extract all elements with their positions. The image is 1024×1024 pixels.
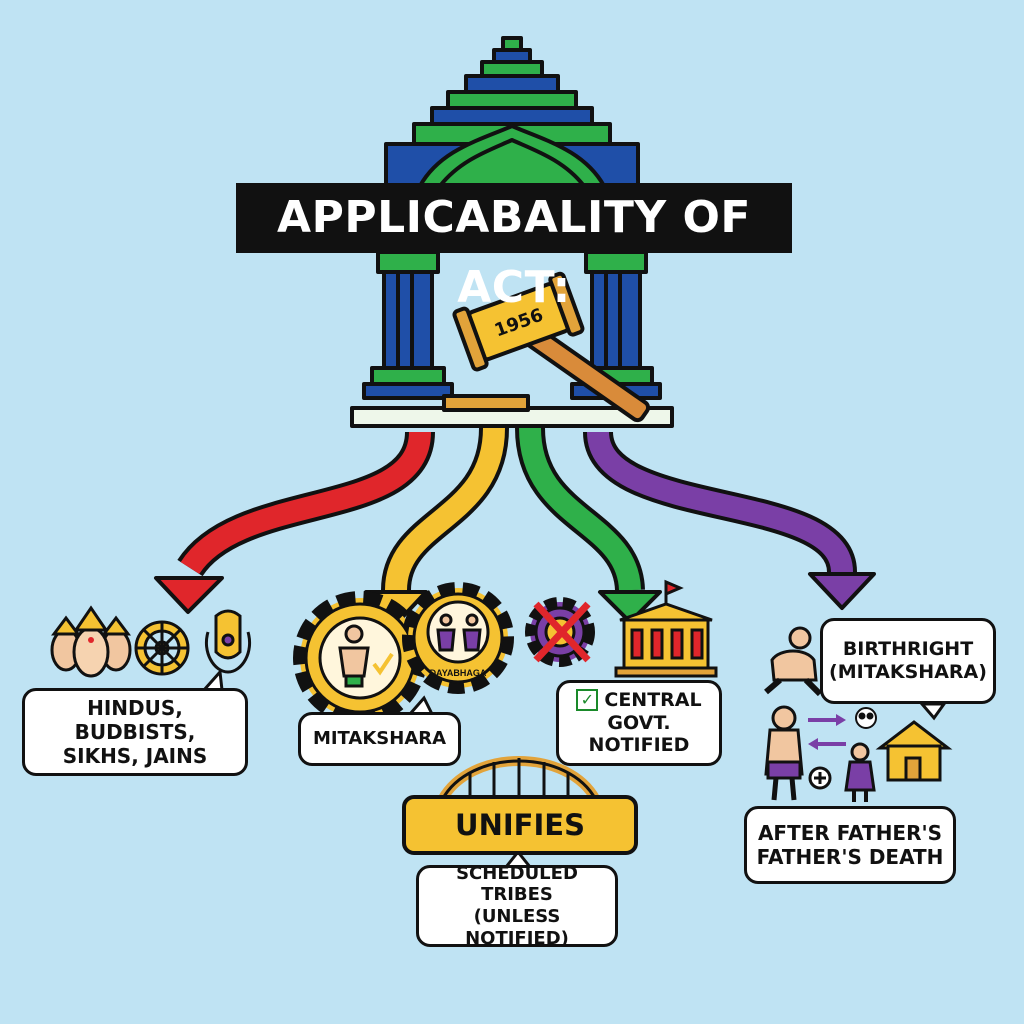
mitakshara-bubble: MITAKSHARA — [298, 712, 461, 766]
three-faces-icon — [50, 605, 132, 678]
mitakshara-gear-icon — [293, 591, 427, 725]
birthright-line-2: (MITAKSHARA) — [829, 661, 987, 683]
birthright-bubble-tail — [918, 702, 947, 721]
government-building-icon — [614, 579, 718, 678]
mitakshara-label: MITAKSHARA — [312, 728, 447, 750]
after-death-line-1: AFTER FATHER'S — [757, 821, 943, 845]
scheduled-tribes-bubble: SCHEDULED TRIBES (UNLESS NOTIFIED) — [416, 862, 618, 949]
khanda-hamsa-icon — [205, 609, 251, 674]
bridge-icon — [437, 756, 601, 803]
tribes-line-2: (UNLESS NOTIFIED) — [465, 906, 569, 949]
dayabhaga-gear-icon: DAYABHAGA — [402, 582, 514, 694]
skull-icon — [855, 707, 877, 729]
dharma-wheel-icon — [134, 620, 190, 676]
after-death-line-2: FATHER'S DEATH — [756, 845, 944, 869]
purple-arrow — [583, 430, 876, 610]
central-govt-bubble: ✓CENTRAL GOVT. NOTIFIED — [556, 680, 722, 766]
page-title: APPLICABALITY OF ACT: — [236, 183, 792, 313]
green-arrow — [515, 427, 662, 624]
communities-line-2: SIKHS, JAINS — [62, 744, 208, 768]
central-line-1-text: CENTRAL — [604, 688, 702, 711]
communities-line-1: HINDUS, BUDBISTS, — [74, 696, 196, 744]
communities-bubble: HINDUS, BUDBISTS, SIKHS, JAINS — [22, 688, 248, 776]
dayabhaga-gear-label: DAYABHAGA — [430, 668, 487, 678]
unifies-rules-banner: UNIFIES RULES — [402, 795, 638, 894]
red-arrow — [154, 430, 435, 614]
central-line-1: ✓CENTRAL — [576, 688, 702, 712]
woman-icon — [764, 705, 804, 801]
crawling-baby-icon — [764, 626, 823, 697]
cancelled-gear-icon — [525, 597, 595, 667]
birthright-bubble: BIRTHRIGHT (MITAKSHARA) — [820, 618, 996, 704]
central-line-2: GOVT. NOTIFIED — [588, 711, 690, 757]
gavel-icon: 1956 — [452, 271, 651, 423]
plus-circle-icon — [808, 766, 832, 790]
checkbox-icon: ✓ — [576, 689, 599, 712]
girl-icon — [844, 742, 876, 802]
birthright-line-1: BIRTHRIGHT — [842, 638, 974, 661]
after-death-bubble: AFTER FATHER'S FATHER'S DEATH — [744, 806, 956, 884]
exchange-arrows-icon — [808, 714, 846, 750]
tribes-line-1: SCHEDULED TRIBES — [456, 862, 578, 906]
temple-icon — [350, 36, 674, 428]
house-icon — [875, 720, 953, 782]
